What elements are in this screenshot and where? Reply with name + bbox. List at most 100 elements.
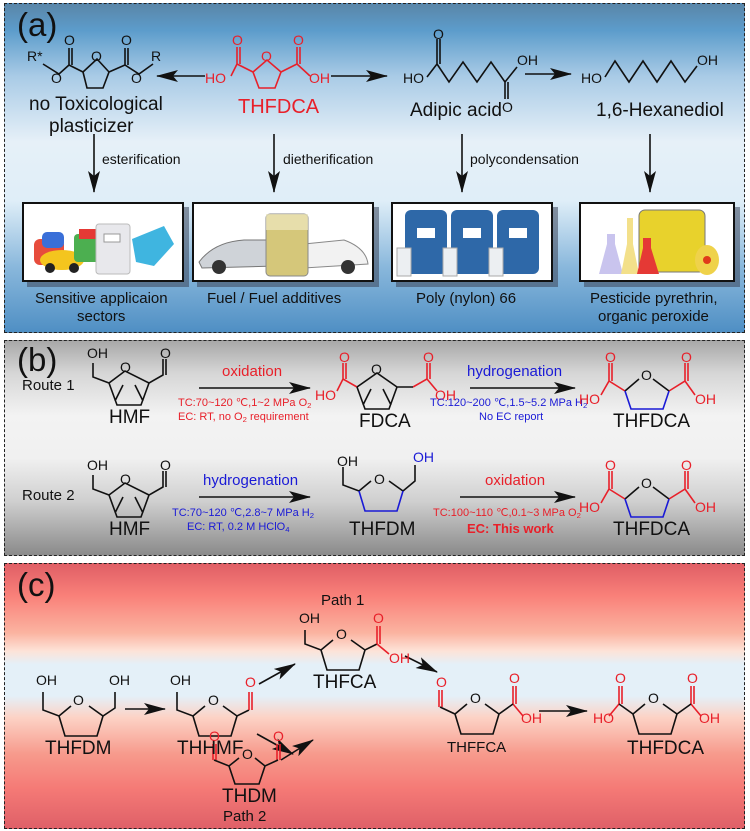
atom-o: O (336, 626, 347, 642)
atom-o: O (423, 349, 434, 365)
hexanediol-structure (604, 59, 698, 84)
thfdca-name-route1: THFDCA (613, 411, 691, 432)
atom-o: O (208, 692, 219, 708)
atom-o: O (502, 99, 513, 115)
atom-o: O (242, 746, 253, 762)
atom-o: O (232, 32, 243, 48)
arrow-path1-to-thffca (404, 655, 438, 673)
adipic-acid-name: Adipic acid (410, 100, 502, 121)
atom-oh: OH (337, 453, 358, 469)
atom-oh: OH (299, 610, 320, 626)
route2-step1-ec: EC: RT, 0.2 M HClO4 (187, 521, 290, 534)
atom-oh: OH (517, 52, 538, 68)
panel-b-structures (92, 359, 696, 518)
atom-o: O (64, 32, 75, 48)
atom-o: O (433, 26, 444, 42)
reaction-polycondensation: polycondensation (470, 151, 579, 167)
atom-o: O (605, 349, 616, 365)
atom-oh: OH (87, 457, 108, 473)
application-image-pesticide (579, 202, 735, 282)
hmf-name-route2: HMF (109, 519, 151, 540)
atom-o: O (273, 728, 284, 744)
atom-r: R (151, 48, 162, 64)
atom-oh: OH (435, 387, 456, 403)
atom-o: O (470, 690, 481, 706)
thhmf-name: THHMF (177, 738, 244, 759)
atom-o: O (160, 457, 171, 473)
arrow-to-path2 (256, 733, 294, 755)
atom-oh: OH (389, 650, 410, 666)
atom-oh: OH (413, 449, 434, 465)
atom-ho: HO (579, 499, 600, 515)
route-2-label: Route 2 (22, 487, 75, 504)
panel-a-applications: (a) (4, 3, 745, 333)
application-label: Pesticide pyrethrin, (590, 290, 718, 307)
atom-oh: OH (109, 672, 130, 688)
application-label: organic peroxide (598, 308, 709, 325)
atom-o: O (293, 32, 304, 48)
route2-step2-ec: EC: This work (467, 521, 554, 536)
atom-o: O (371, 361, 382, 377)
atom-o: O (209, 728, 220, 744)
fdca-name: FDCA (359, 411, 411, 432)
atom-ho: HO (315, 387, 336, 403)
thfdca-structure-route2 (624, 498, 670, 518)
application-image-fuel (192, 202, 374, 282)
toys-bag-gloves-image (34, 223, 174, 275)
atom-o: O (120, 359, 131, 375)
panel-c-label: (c) (17, 566, 56, 603)
route-1-label: Route 1 (22, 377, 75, 394)
hmf-name-route1: HMF (109, 407, 151, 428)
path-1-label: Path 1 (321, 592, 365, 609)
atom-o: O (641, 367, 652, 383)
atom-o: O (245, 674, 256, 690)
atom-oh: OH (170, 672, 191, 688)
atom-o: O (681, 457, 692, 473)
thfca-name: THFCA (313, 672, 377, 693)
thfdm-structure-c (42, 692, 116, 737)
plasticizer-name-line1: no Toxicological (29, 94, 163, 115)
thfdca-structure-c (618, 703, 692, 735)
atom-o: O (648, 690, 659, 706)
atom-ho: HO (579, 391, 600, 407)
path-2-label: Path 2 (223, 808, 267, 825)
adipic-acid-structure (426, 39, 518, 99)
thdm-name: THDM (222, 786, 277, 807)
atom-o: O (509, 670, 520, 686)
arrow-to-path1 (258, 663, 296, 685)
atom-o: O (91, 48, 102, 64)
thfdca-name-c: THFDCA (627, 738, 705, 759)
atom-ho: HO (593, 710, 614, 726)
atom-o: O (339, 349, 350, 365)
atom-o: O (73, 692, 84, 708)
thfca-structure (304, 630, 378, 671)
atom-ho: HO (581, 70, 602, 86)
application-image-nylon (391, 202, 553, 282)
sprayer-flasks-image (599, 209, 719, 275)
thfdca-structure (230, 47, 311, 89)
atom-oh: OH (695, 499, 716, 515)
atom-o: O (436, 674, 447, 690)
atom-o: O (615, 670, 626, 686)
hmf-structure-route1 (92, 359, 167, 406)
panel-b-label: (b) (17, 341, 58, 378)
atom-ho: HO (403, 70, 424, 86)
panel-a-structures (42, 39, 698, 193)
route1-step1-tc: TC:70~120 ℃,1~2 MPa O2 (178, 397, 312, 410)
route1-step2-tc: TC:120~200 ℃,1.5~5.2 MPa H2 (430, 397, 588, 410)
panel-c-structures (42, 626, 702, 785)
panel-c-mechanism: (c) (4, 563, 745, 829)
application-label: sectors (77, 308, 126, 325)
panel-a-label: (a) (17, 6, 58, 43)
route1-step1-ec: EC: RT, no O2 requirement (178, 411, 309, 424)
route2-step2-type: oxidation (485, 472, 546, 489)
route2-step1-tc: TC:70~120 ℃,2.8~7 MPa H2 (172, 507, 314, 520)
application-label: Poly (nylon) 66 (416, 290, 517, 307)
cars-beaker-image (198, 213, 369, 277)
atom-o: O (605, 457, 616, 473)
atom-oh: OH (36, 672, 57, 688)
atom-oh: OH (697, 52, 718, 68)
route2-step2-tc: TC:100~110 ℃,0.1~3 MPa O2 (433, 507, 581, 520)
application-label: Fuel / Fuel additives (207, 290, 342, 307)
atom-oh: OH (699, 710, 720, 726)
